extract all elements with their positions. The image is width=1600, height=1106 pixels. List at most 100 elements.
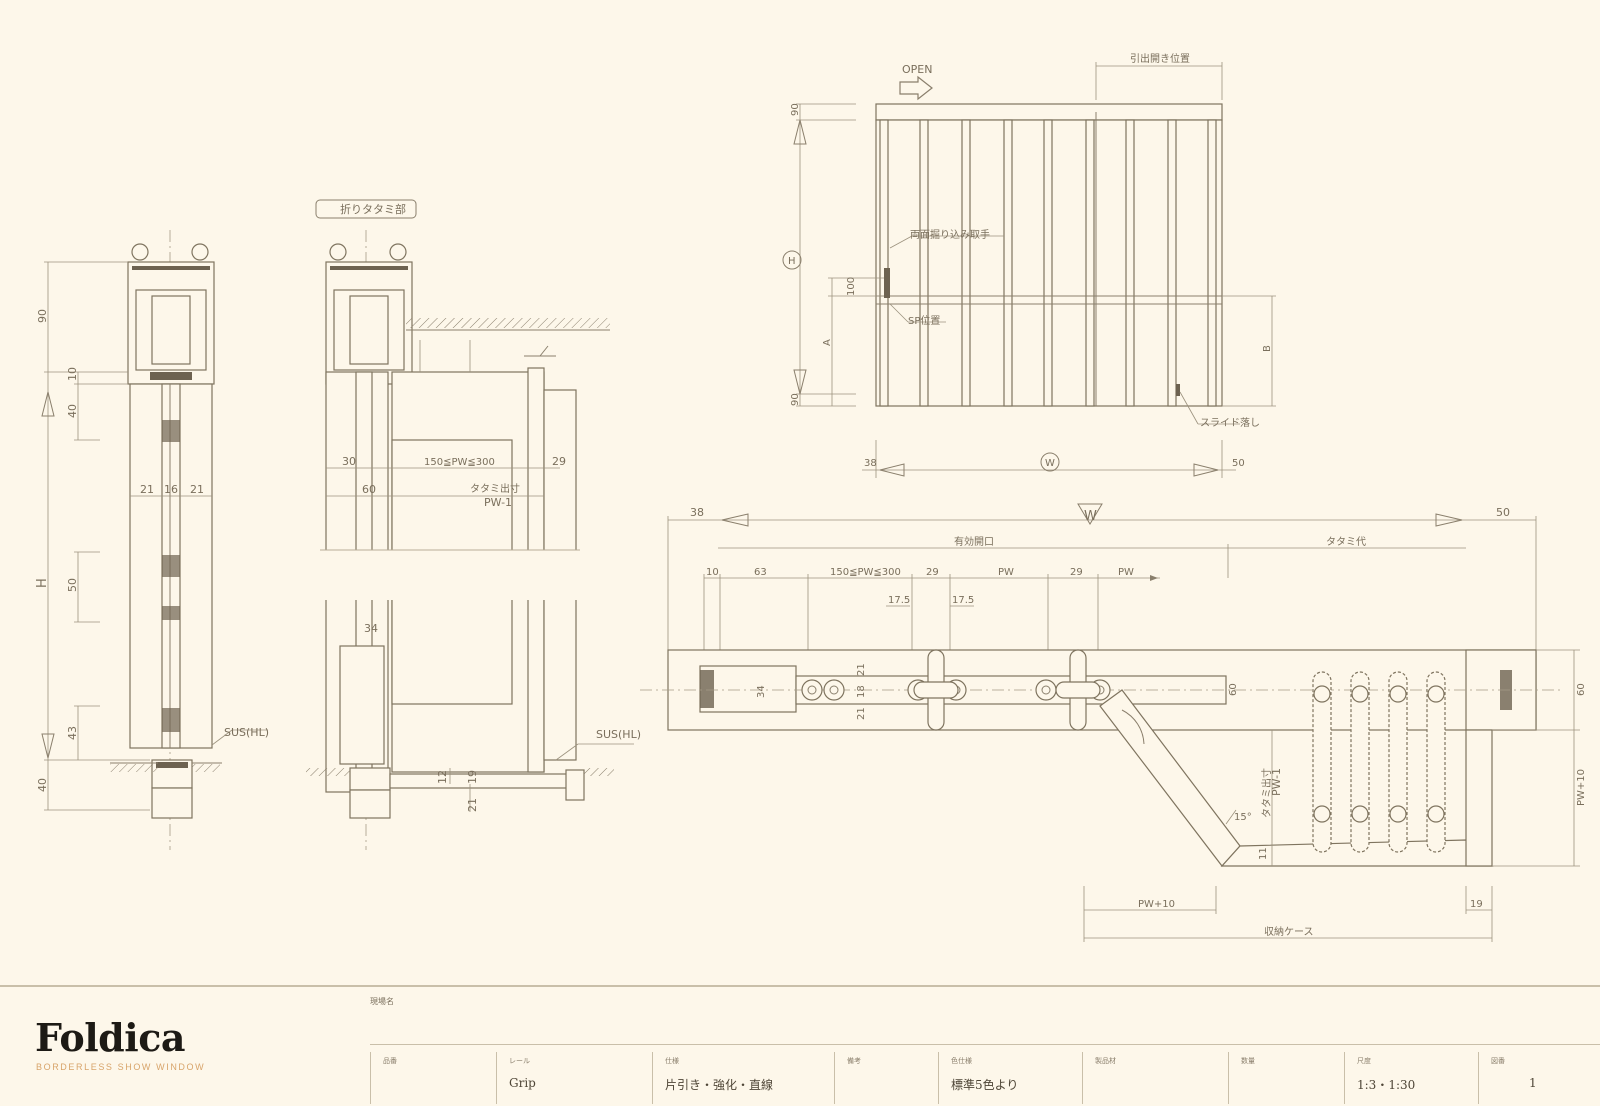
panel-mullion	[919, 119, 929, 407]
plan-dim-29a: 29	[926, 567, 939, 578]
elev-label-b: B	[1262, 345, 1273, 352]
fold-section-tag: 折りタタミ部	[340, 202, 406, 216]
elev-dim-38: 38	[864, 458, 877, 469]
sec1-dim-50: 50	[66, 578, 79, 592]
sec2-dim-29: 29	[552, 455, 566, 468]
roller-hub	[807, 685, 817, 695]
tb-cell-rail: レール Grip	[496, 1052, 653, 1104]
sec1-dim-40a: 40	[66, 404, 79, 418]
brand-tagline: BORDERLESS SHOW WINDOW	[36, 1062, 206, 1072]
hinge-knuckle	[1055, 681, 1101, 699]
note-handle: 両面掘り込み取手	[910, 228, 990, 241]
sec2-dim-12: 12	[436, 770, 449, 784]
tb-cell-value: 標準5色より	[951, 1078, 1019, 1092]
panel-mullion	[1043, 119, 1053, 407]
sec2-pw1-label: PW-1	[484, 496, 512, 509]
elev-top-note: 引出開き位置	[1130, 52, 1190, 65]
panel-mullion	[1207, 119, 1217, 407]
plan-w-label: W	[1084, 509, 1097, 524]
panel-mullion	[961, 119, 971, 407]
sec2-dim-30: 30	[342, 455, 356, 468]
title-block	[0, 985, 1600, 1106]
roller	[1389, 685, 1407, 703]
tb-cell-spec: 仕様 片引き・強化・直線	[652, 1052, 835, 1104]
tb-cell-drawing-no: 図番 1	[1478, 1052, 1600, 1104]
plan-dim-34: 34	[756, 685, 767, 698]
front-elevation: OPEN 引出開き位置 H 90 90 100 A B	[782, 52, 1276, 478]
sec2-dim-34: 34	[364, 622, 378, 635]
tb-cell-header: 図番	[1491, 1057, 1505, 1065]
plan-dim-60a: 60	[1228, 683, 1239, 696]
sec2-sus-label: SUS(HL)	[596, 728, 641, 741]
panel-mullion	[1085, 119, 1095, 407]
elev-label-a: A	[822, 339, 833, 346]
panel-mullion	[879, 119, 889, 407]
tb-cell-header: 仕様	[665, 1057, 679, 1065]
tb-cell-header: 製品材	[1095, 1057, 1116, 1065]
sec1-dim-21a: 21	[140, 483, 154, 496]
plan-dim-11: 11	[1258, 847, 1269, 860]
project-name-label: 現場名	[370, 997, 394, 1006]
roller	[801, 679, 823, 701]
roller	[1351, 685, 1369, 703]
elev-dim-50: 50	[1232, 458, 1245, 469]
plan-dim-pw-range: 150≦PW≦300	[830, 567, 901, 578]
sec1-dim-10: 10	[66, 367, 79, 381]
plan-dim-29b: 29	[1070, 567, 1083, 578]
technical-drawing: 90 10 40 50 43 40 H 21 16 21 SUS(HL) 折りタ…	[35, 52, 1587, 942]
sec2-dim-pw: 150≦PW≦300	[424, 457, 495, 468]
tb-cell-header: レール	[509, 1057, 530, 1065]
panel-mullion	[1125, 119, 1135, 407]
plan-dim-175b: 17.5	[952, 595, 974, 606]
plan-dim-60b: 60	[1576, 683, 1587, 696]
elev-h-circle: H	[788, 256, 796, 267]
sec2-dim-21: 21	[466, 798, 479, 812]
sec1-dim-43: 43	[66, 726, 79, 740]
vertical-section-1: 90 10 40 50 43 40 H 21 16 21 SUS(HL)	[35, 230, 269, 850]
plan-dim-10: 10	[706, 567, 719, 578]
sec1-dim-16: 16	[164, 483, 178, 496]
plan-dim-50: 50	[1496, 506, 1510, 519]
panel-mullion	[1167, 119, 1177, 407]
sec1-h-label: H	[35, 578, 50, 588]
roller	[1313, 805, 1331, 823]
plan-pw10-right: PW+10	[1576, 769, 1587, 806]
roller	[1427, 805, 1445, 823]
elev-dim-90-top: 90	[790, 103, 801, 116]
tb-cell-remarks: 備考	[834, 1052, 939, 1104]
roller-hub	[829, 685, 839, 695]
plan-pw-a: PW	[998, 567, 1014, 578]
roller	[1427, 685, 1445, 703]
plan-tatami-out: タタミ出寸	[1260, 768, 1273, 818]
roller	[1313, 685, 1331, 703]
plan-section: 38 50 W 有効開口 タタミ代 10 63 150≦PW≦300 29 PW…	[640, 503, 1587, 942]
brand-logo: Foldica	[35, 1015, 185, 1060]
tb-cell-header: 数量	[1241, 1057, 1255, 1065]
roller	[1389, 805, 1407, 823]
plan-storage: 収納ケース	[1264, 925, 1314, 938]
vertical-section-2: 折りタタミ部	[306, 199, 641, 850]
plan-angle: 15°	[1234, 812, 1252, 823]
plan-eff-opening: 有効開口	[954, 535, 994, 548]
plan-tatami-dai: タタミ代	[1326, 536, 1366, 548]
plan-pw10-bottom: PW+10	[1138, 899, 1175, 910]
plan-dim-21b: 21	[856, 707, 867, 720]
tb-cell-value: 1:3・1:30	[1357, 1078, 1416, 1092]
tb-cell-color: 色仕様 標準5色より	[938, 1052, 1083, 1104]
hinge-knuckle	[913, 681, 959, 699]
plan-dim-19: 19	[1470, 899, 1483, 910]
panel-mullion	[1003, 119, 1013, 407]
note-sp: SP位置	[908, 314, 940, 327]
plan-dim-21a: 21	[856, 663, 867, 676]
tb-cell-material: 製品材	[1082, 1052, 1229, 1104]
tb-cell-header: 備考	[847, 1057, 861, 1065]
elev-dim-100: 100	[846, 277, 857, 296]
elev-dim-90-bot: 90	[790, 393, 801, 406]
tb-cell-header: 品番	[383, 1057, 397, 1065]
roller	[823, 679, 845, 701]
tb-cell-value: Grip	[509, 1076, 536, 1090]
sec1-dim-21b: 21	[190, 483, 204, 496]
sec1-sus-label: SUS(HL)	[224, 726, 269, 739]
tb-cell-part-no: 品番	[370, 1052, 497, 1104]
